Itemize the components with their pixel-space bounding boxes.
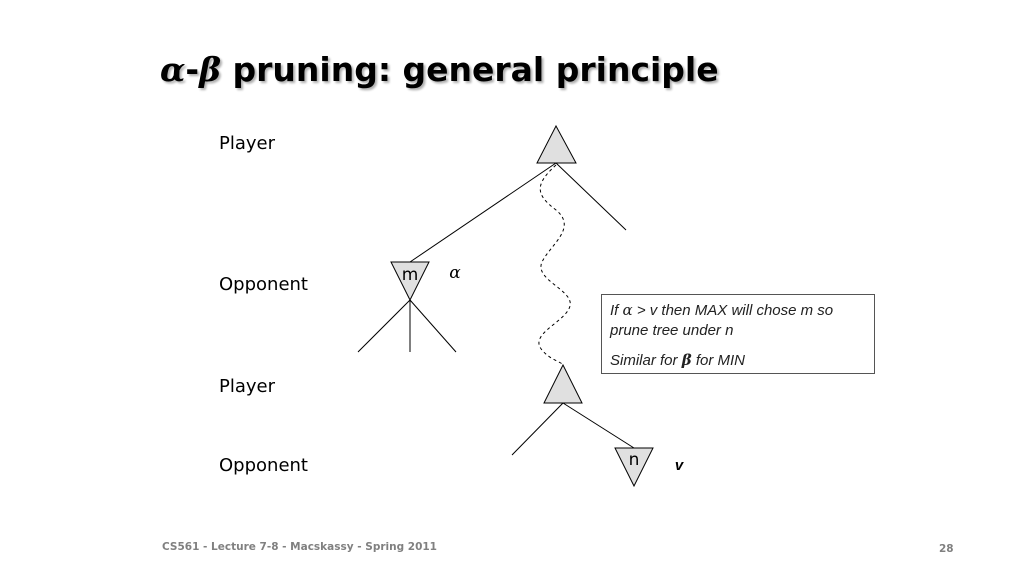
m-min-node: [390, 261, 430, 302]
edge-m-left: [357, 299, 411, 353]
level-label-player-1: Player: [219, 133, 276, 154]
slide-title: α-β pruning: general principle: [160, 46, 719, 94]
footer-course: CS561 - Lecture 7-8 - Macskassy - Spring…: [162, 541, 437, 553]
note-line2-post: for MIN: [691, 352, 745, 369]
note-line2-pre: Similar for: [610, 352, 682, 369]
title-dash: -: [185, 50, 200, 89]
explanation-box: If α > v then MAX will chose m so prune …: [601, 294, 875, 374]
note-line-1: If α > v then MAX will chose m so prune …: [610, 300, 866, 341]
n-min-node: [614, 447, 654, 488]
level-label-opponent-2: Opponent: [219, 455, 308, 476]
edge-player2-left: [511, 402, 564, 456]
edge-root-right: [555, 162, 627, 231]
node-label-n: n: [629, 450, 640, 470]
level-label-opponent-1: Opponent: [219, 274, 308, 295]
note-line1-post: > v then MAX will chose m so prune tree …: [610, 302, 834, 339]
root-max-node: [536, 124, 577, 164]
note-line-2: Similar for β for MIN: [610, 350, 866, 371]
level-label-player-2: Player: [219, 376, 276, 397]
note-line2-beta: β: [681, 351, 692, 369]
node-label-m: m: [402, 265, 419, 285]
title-alpha: α: [160, 50, 186, 89]
player2-max-node: [543, 363, 583, 404]
edge-m-right: [409, 299, 457, 353]
edge-player2-to-n: [562, 402, 635, 449]
edge-root-to-m: [409, 162, 557, 263]
title-beta: β: [199, 50, 222, 89]
note-line1-pre: If: [610, 302, 623, 319]
footer-page-number: 28: [939, 543, 954, 555]
wavy-path: [538, 164, 571, 366]
alpha-label: α: [449, 263, 461, 283]
title-text: pruning: general principle: [221, 50, 719, 89]
note-line1-alpha: α: [622, 301, 633, 319]
v-label: v: [675, 457, 685, 474]
